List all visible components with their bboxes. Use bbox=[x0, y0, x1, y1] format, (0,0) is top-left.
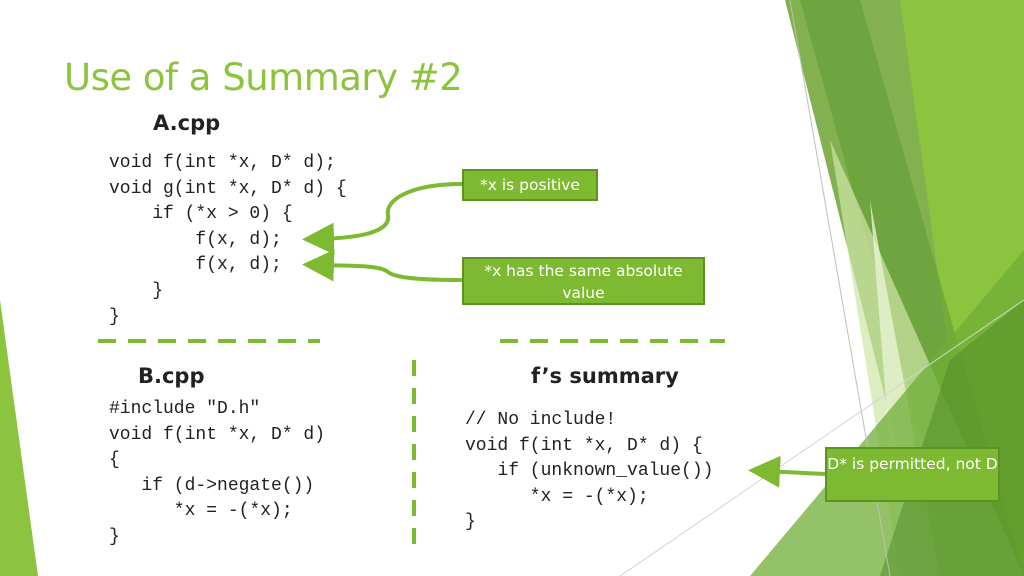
code-line: // No include! bbox=[465, 410, 617, 430]
arrow-same-abs bbox=[302, 249, 463, 282]
code-line: #include "D.h" bbox=[109, 399, 261, 419]
left-corner-triangle bbox=[0, 300, 38, 576]
callout-same-abs: *x has the same absolute value bbox=[462, 257, 705, 305]
code-line: void f(int *x, D* d) { bbox=[465, 435, 703, 456]
a-cpp-code: void f(int *x, D* d); void g(int *x, D* … bbox=[109, 151, 347, 330]
summary-code: // No include! void f(int *x, D* d) { if… bbox=[465, 408, 713, 536]
code-line: } bbox=[109, 280, 164, 301]
code-line: if (*x > 0) { bbox=[109, 204, 293, 225]
code-line: if (d->negate()) bbox=[109, 475, 315, 496]
code-line: f(x, d); bbox=[109, 229, 282, 250]
thin-guide-line-2 bbox=[619, 299, 1024, 576]
code-line: *x = -(*x); bbox=[465, 486, 649, 507]
b-cpp-heading: B.cpp bbox=[138, 364, 205, 388]
callout-positive: *x is positive bbox=[462, 169, 598, 201]
arrow-permitted bbox=[748, 455, 826, 488]
code-line: } bbox=[465, 512, 476, 533]
code-line: f(x, d); bbox=[109, 255, 282, 276]
b-cpp-code: #include "D.h" void f(int *x, D* d) { if… bbox=[109, 397, 325, 551]
arrow-positive bbox=[302, 182, 463, 255]
code-line: void g(int *x, D* d) { bbox=[109, 178, 347, 199]
callout-permitted: D* is permitted, not D bbox=[825, 447, 1000, 502]
a-cpp-heading: A.cpp bbox=[153, 111, 221, 135]
bottom-right-shade bbox=[880, 300, 1024, 576]
code-line: void f(int *x, D* d) bbox=[109, 424, 326, 445]
code-line: } bbox=[109, 306, 120, 327]
code-line: if (unknown_value()) bbox=[465, 461, 714, 482]
code-line: { bbox=[109, 450, 120, 471]
summary-heading: f’s summary bbox=[531, 364, 679, 388]
code-line: *x = -(*x); bbox=[109, 501, 293, 522]
slide-title: Use of a Summary #2 bbox=[64, 56, 463, 99]
code-line: } bbox=[109, 526, 120, 547]
code-line: void f(int *x, D* d); bbox=[109, 153, 336, 173]
